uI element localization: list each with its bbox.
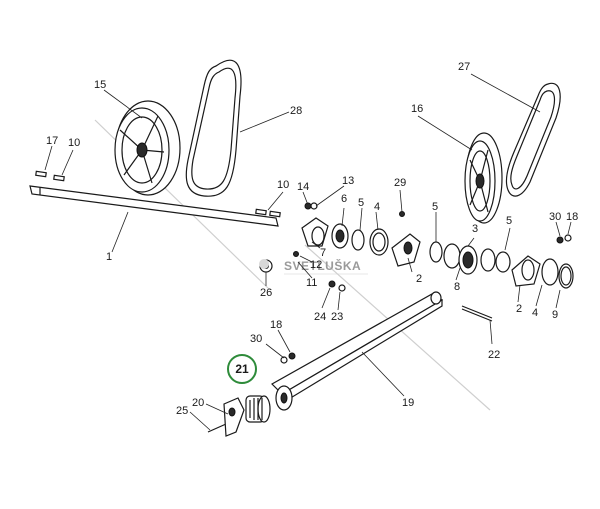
callout-28: 28 bbox=[290, 105, 302, 117]
callout-4a: 4 bbox=[374, 201, 380, 213]
keys bbox=[35, 170, 281, 218]
leader-lines bbox=[44, 73, 572, 431]
watermark: SVETLUŠKA bbox=[259, 258, 368, 275]
callout-5a: 5 bbox=[358, 197, 364, 209]
roller-bracket bbox=[223, 397, 245, 437]
callout-19: 19 bbox=[402, 397, 414, 409]
callout-11: 11 bbox=[306, 277, 317, 289]
callout-22: 22 bbox=[488, 349, 500, 361]
callout-labels: 1 2 2 3 4 4 5 5 5 6 7 8 9 10 10 11 12 13… bbox=[46, 61, 578, 417]
callout-18a: 18 bbox=[566, 211, 578, 223]
callout-17: 17 bbox=[46, 135, 58, 147]
callout-6: 6 bbox=[341, 193, 347, 205]
callout-12: 12 bbox=[310, 259, 322, 271]
watermark-text: SVETLUŠKA bbox=[284, 258, 361, 273]
highlight-21: 21 bbox=[227, 354, 257, 384]
callout-18b: 18 bbox=[270, 319, 282, 331]
callout-10a: 10 bbox=[68, 137, 80, 149]
callout-26: 26 bbox=[260, 287, 272, 299]
callout-10b: 10 bbox=[277, 179, 289, 191]
long-shaft bbox=[29, 185, 279, 227]
callout-3: 3 bbox=[472, 223, 478, 235]
callout-29: 29 bbox=[394, 177, 406, 189]
frame-arm bbox=[271, 291, 444, 411]
callout-13: 13 bbox=[342, 175, 354, 187]
callout-16: 16 bbox=[411, 103, 423, 115]
callout-2a: 2 bbox=[416, 273, 422, 285]
callout-21: 21 bbox=[235, 362, 249, 376]
callout-4b: 4 bbox=[532, 307, 538, 319]
right-belt bbox=[505, 82, 561, 197]
callout-25: 25 bbox=[176, 405, 188, 417]
left-bearing-group bbox=[301, 217, 421, 267]
callout-9: 9 bbox=[552, 309, 558, 321]
callout-20: 20 bbox=[192, 397, 204, 409]
right-bearing-group bbox=[429, 241, 574, 289]
callout-8: 8 bbox=[454, 281, 460, 293]
callout-5c: 5 bbox=[506, 215, 512, 227]
callout-23: 23 bbox=[331, 311, 343, 323]
callout-15: 15 bbox=[94, 79, 106, 91]
left-belt bbox=[185, 59, 242, 197]
callout-2b: 2 bbox=[516, 303, 522, 315]
callout-14: 14 bbox=[297, 181, 309, 193]
callout-30b: 30 bbox=[250, 333, 262, 345]
callout-24: 24 bbox=[314, 311, 326, 323]
callout-7: 7 bbox=[320, 247, 326, 259]
roller bbox=[245, 395, 271, 423]
callout-5b: 5 bbox=[432, 201, 438, 213]
left-pulley bbox=[114, 100, 181, 196]
callout-1: 1 bbox=[106, 251, 112, 263]
right-pulley bbox=[464, 132, 503, 224]
callout-27: 27 bbox=[458, 61, 470, 73]
callout-30a: 30 bbox=[549, 211, 561, 223]
